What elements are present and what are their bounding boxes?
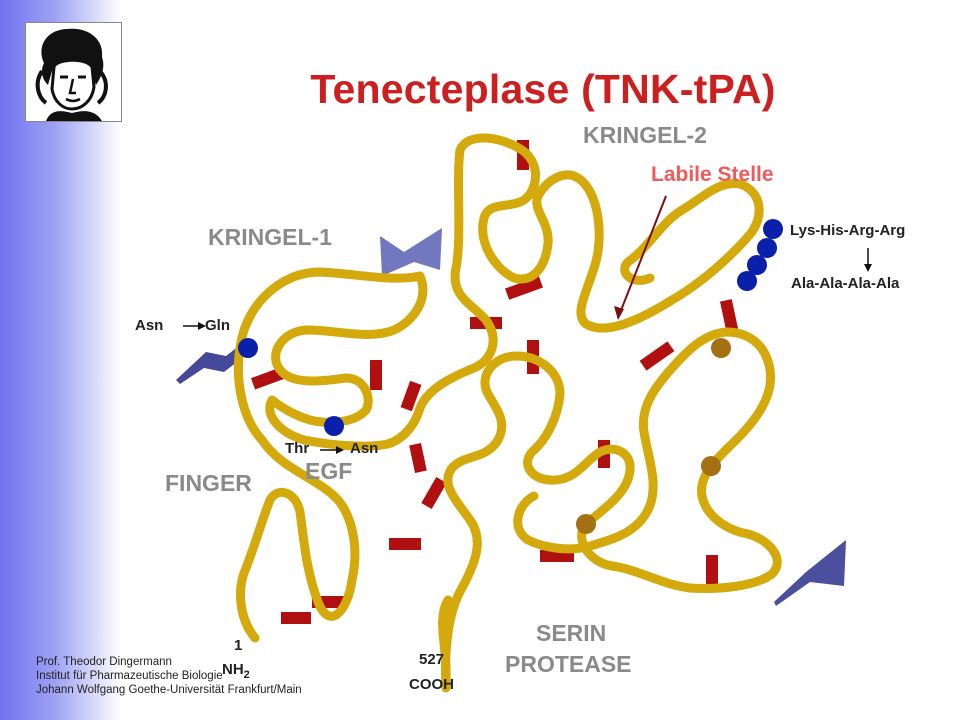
c-terminus-label: COOH: [409, 676, 454, 693]
glyco-dot-3: [576, 514, 596, 534]
mutation-dot-arg1: [747, 255, 767, 275]
mutation-dot-egf: [324, 416, 344, 436]
thr-label: Thr: [285, 440, 310, 457]
serin-protease-chain: [441, 327, 782, 693]
gln-label: Gln: [205, 317, 230, 334]
footer-credits: Prof. Theodor Dingermann Institut für Ph…: [36, 655, 302, 697]
labile-site-arrow: [617, 195, 667, 319]
ala-ala-ala-ala-label: Ala-Ala-Ala-Ala: [791, 275, 900, 292]
glyco-flag-serin: [774, 540, 846, 606]
polypeptide-chain: [233, 133, 764, 643]
mutation-dot-kringel1: [238, 338, 258, 358]
mutation-dot-his: [757, 238, 777, 258]
glyco-dots: [576, 338, 731, 534]
nh-subscript: 2: [243, 669, 250, 681]
kringel1-label: KRINGEL-1: [208, 224, 332, 250]
labile-site-label: Labile Stelle: [651, 163, 774, 186]
mutation-dots: [238, 219, 783, 436]
asn-egf-label: Asn: [350, 440, 379, 457]
finger-label: FINGER: [165, 470, 252, 496]
asn-label: Asn: [135, 317, 164, 334]
glyco-flag-kringel1: [380, 228, 442, 276]
kringel2-label: KRINGEL-2: [583, 122, 707, 148]
c-terminus-number: 527: [419, 651, 445, 668]
lys-his-arg-arg-label: Lys-His-Arg-Arg: [790, 222, 906, 239]
n-terminus-label: NH2: [222, 661, 250, 681]
egf-label: EGF: [305, 458, 353, 484]
footer-line-1: Prof. Theodor Dingermann: [36, 656, 172, 668]
glyco-dot-1: [711, 338, 731, 358]
protease-label: PROTEASE: [505, 651, 632, 677]
goethe-portrait-logo: [25, 22, 122, 122]
mutation-dot-arg2: [737, 271, 757, 291]
c-terminal-chain: [438, 595, 453, 685]
footer-line-2: Institut für Pharmazeutische Biologie: [36, 670, 223, 682]
serin-label: SERIN: [536, 620, 607, 646]
nh-text: NH: [222, 661, 244, 678]
footer-line-3: Johann Wolfgang Goethe-Universität Frank…: [36, 684, 302, 696]
mutation-dot-lys: [763, 219, 783, 239]
glyco-dot-2: [701, 456, 721, 476]
slide-title: Tenecteplase (TNK-tPA): [310, 66, 776, 112]
glyco-flag-finger: [176, 342, 244, 384]
n-terminus-number: 1: [234, 637, 243, 654]
